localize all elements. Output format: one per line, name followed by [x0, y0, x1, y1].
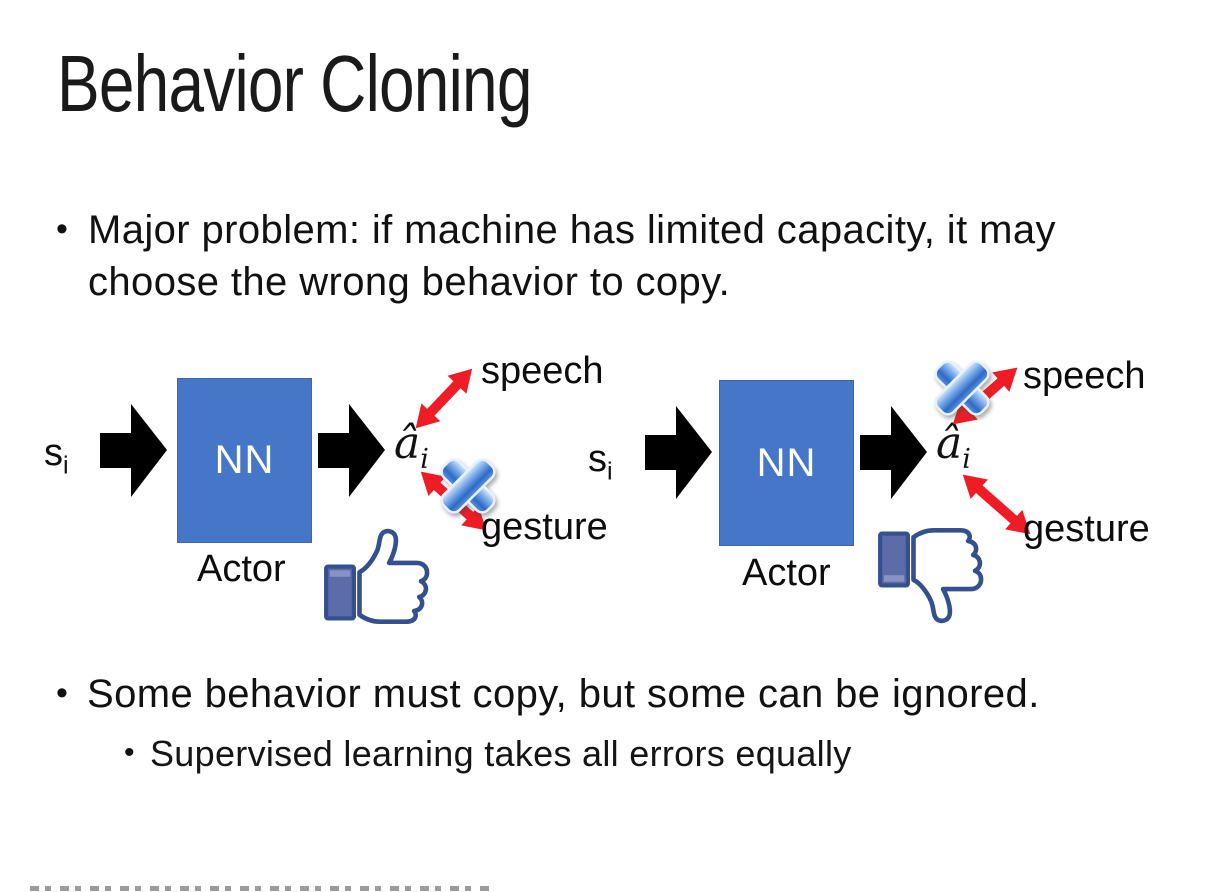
- bottom-clipped-text-artifact: [30, 886, 492, 891]
- output-arrow-icon: [318, 404, 385, 497]
- input-arrow-icon: [100, 404, 167, 497]
- actor-label: Actor: [742, 552, 831, 594]
- bullet-dot: •: [56, 210, 68, 248]
- gesture-label: gesture: [1023, 508, 1150, 550]
- thumbs-down-icon: [878, 528, 988, 628]
- nn-box: NN: [177, 378, 312, 543]
- gesture-double-arrow-icon: [962, 474, 1031, 535]
- thumbs-up-icon: [324, 524, 434, 624]
- predicted-action-label: âi: [936, 418, 971, 475]
- output-arrow-icon: [860, 406, 927, 499]
- sub-bullet-dot: •: [124, 736, 135, 769]
- input-state-label: si: [44, 432, 69, 480]
- bullet-some-behavior: Some behavior must copy, but some can be…: [87, 672, 1040, 716]
- actor-label: Actor: [197, 548, 286, 590]
- speech-double-arrow-icon: [415, 368, 473, 429]
- input-state-label: si: [588, 438, 613, 486]
- nn-box: NN: [719, 380, 854, 546]
- slide-title: Behavior Cloning: [57, 39, 532, 128]
- bullet-major-problem: Major problem: if machine has limited ca…: [88, 208, 1056, 304]
- nn-label: NN: [214, 438, 275, 482]
- input-arrow-icon: [645, 406, 712, 499]
- nn-label: NN: [756, 440, 817, 485]
- sub-bullet-supervised: Supervised learning takes all errors equ…: [150, 733, 852, 774]
- speech-label: speech: [1023, 355, 1146, 397]
- speech-label: speech: [481, 350, 604, 392]
- predicted-action-label: âi: [394, 418, 429, 475]
- cross-icon: [440, 458, 496, 514]
- cross-icon: [934, 360, 990, 416]
- bullet-dot: •: [56, 674, 68, 712]
- gesture-label: gesture: [481, 506, 608, 548]
